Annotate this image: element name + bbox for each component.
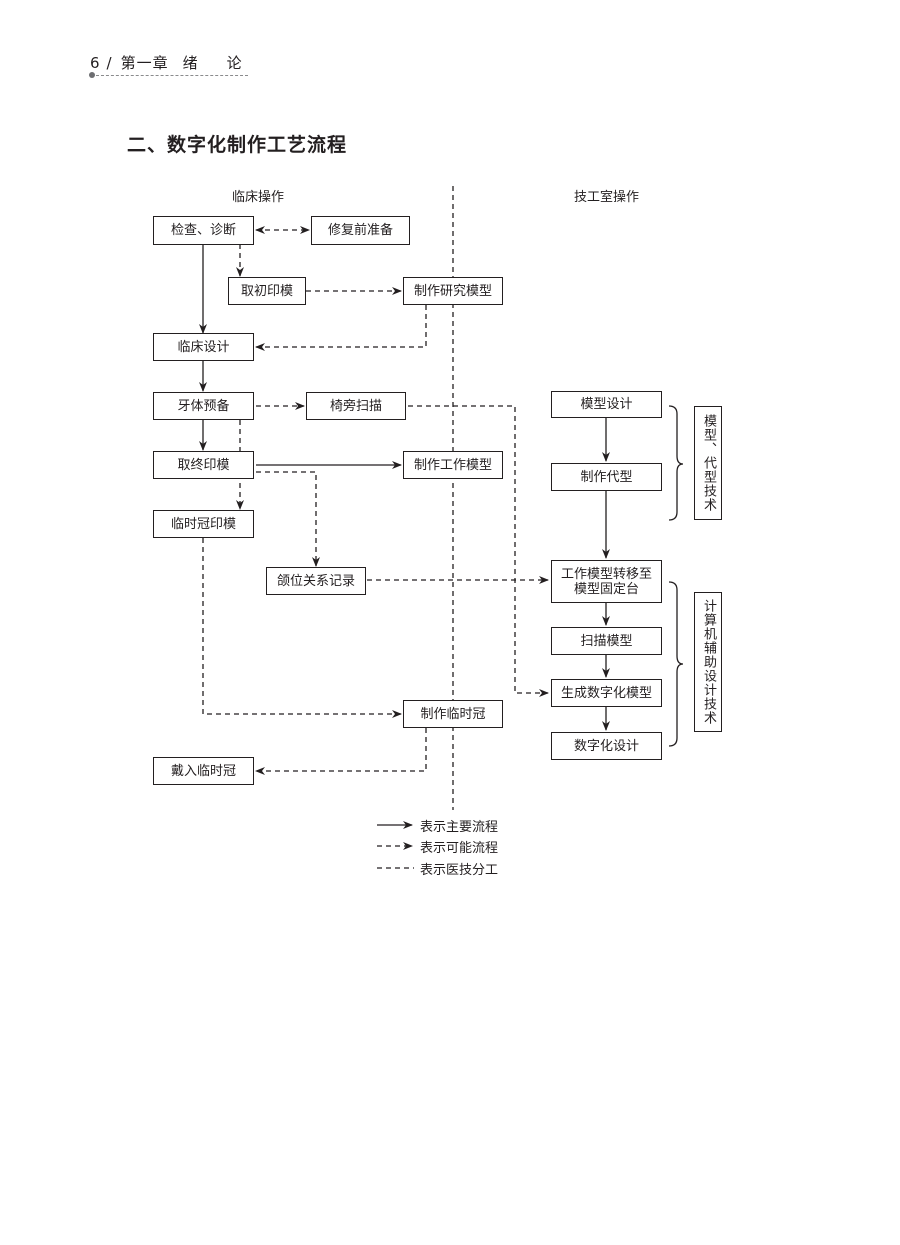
node-chairside-scan: 椅旁扫描 bbox=[306, 392, 406, 420]
edge-final-jaw bbox=[256, 471, 320, 567]
legend-main: 表示主要流程 bbox=[420, 820, 499, 835]
column-header-lab: 技工室操作 bbox=[574, 190, 640, 205]
header-separator: / bbox=[106, 54, 113, 72]
node-make-temp: 制作临时冠 bbox=[403, 700, 503, 728]
header-rule-dot bbox=[89, 72, 95, 78]
node-exam: 检查、诊断 bbox=[153, 216, 254, 245]
running-header: 6 / 第一章绪 论 bbox=[90, 52, 243, 73]
edge-tempimp-maketemp bbox=[202, 538, 402, 718]
node-transfer-line2: 模型固定台 bbox=[573, 581, 639, 597]
node-working-model: 制作工作模型 bbox=[403, 451, 503, 479]
brace-cad bbox=[668, 581, 684, 747]
node-scan-model: 扫描模型 bbox=[551, 627, 662, 655]
group-cad-tech: 计算机辅助设计技术 bbox=[694, 592, 722, 732]
legend-division: 表示医技分工 bbox=[420, 863, 499, 878]
edge-scan-gendigital bbox=[408, 405, 549, 697]
node-prelim-impression: 取初印模 bbox=[228, 277, 306, 305]
node-study-model: 制作研究模型 bbox=[403, 277, 503, 305]
node-jaw-relation: 颌位关系记录 bbox=[266, 567, 366, 595]
chapter-label: 第一章 bbox=[120, 54, 169, 72]
group-model-die-tech: 模型、代型技术 bbox=[694, 406, 722, 520]
node-gen-digital: 生成数字化模型 bbox=[551, 679, 662, 707]
node-temp-impression: 临时冠印模 bbox=[153, 510, 254, 538]
node-transfer: 工作模型转移至 模型固定台 bbox=[551, 560, 662, 603]
node-transfer-line1: 工作模型转移至 bbox=[560, 566, 652, 582]
brace-model-die bbox=[668, 405, 684, 521]
node-clinical-design: 临床设计 bbox=[153, 333, 254, 361]
edge-study-design bbox=[255, 305, 427, 351]
page-number: 6 bbox=[90, 54, 101, 72]
edge-maketemp-wear bbox=[255, 728, 427, 775]
node-digital-design: 数字化设计 bbox=[551, 732, 662, 760]
node-make-die: 制作代型 bbox=[551, 463, 662, 491]
header-rule bbox=[96, 75, 248, 76]
section-title: 二、数字化制作工艺流程 bbox=[127, 134, 348, 156]
node-model-design: 模型设计 bbox=[551, 391, 662, 418]
chapter-title-char1: 绪 bbox=[182, 54, 199, 72]
legend-possible: 表示可能流程 bbox=[420, 841, 499, 856]
node-tooth-prep: 牙体预备 bbox=[153, 392, 254, 420]
node-pre-restore: 修复前准备 bbox=[311, 216, 410, 245]
node-wear-temp: 戴入临时冠 bbox=[153, 757, 254, 785]
column-header-clinical: 临床操作 bbox=[232, 190, 285, 205]
node-final-impression: 取终印模 bbox=[153, 451, 254, 479]
chapter-title-char2: 论 bbox=[226, 54, 243, 72]
